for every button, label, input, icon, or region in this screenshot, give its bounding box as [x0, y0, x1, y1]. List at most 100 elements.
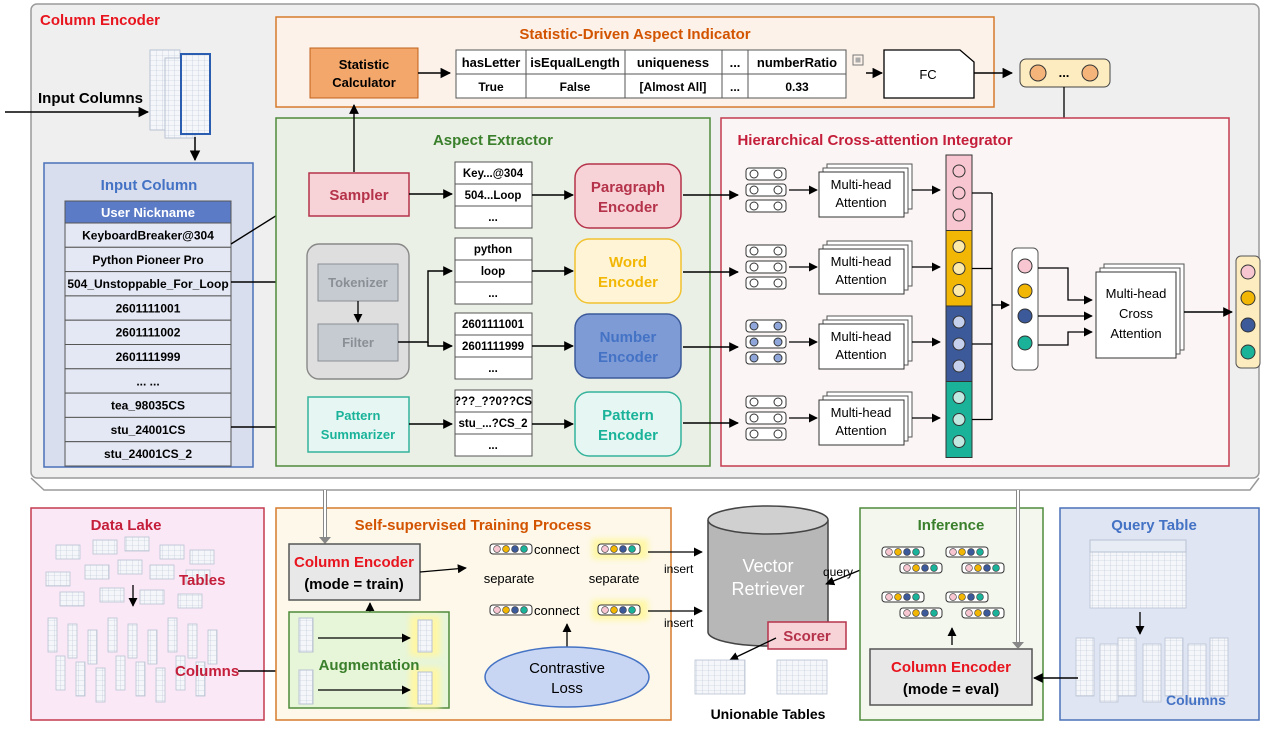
token-dot [773, 429, 783, 439]
table-icon [175, 655, 186, 691]
mha-line1: Multi-head [831, 254, 892, 269]
token-dot [773, 246, 783, 256]
table-icon [159, 544, 185, 560]
vector-retriever-cylinder: Vector Retriever [707, 505, 829, 647]
data-lake-tables-icon [45, 536, 218, 703]
pattern-summarizer-line2: Summarizer [321, 427, 395, 442]
stored-vector-dot [921, 564, 929, 572]
word-encoder-box [574, 238, 682, 304]
table-icon [47, 617, 58, 653]
aspect-list-text: ... [488, 212, 498, 224]
table-icon [124, 536, 150, 552]
input-column-title: Input Column [101, 177, 198, 194]
embedding-dot [493, 545, 501, 553]
pattern-encoder-line2: Encoder [598, 427, 658, 444]
input-columns-icon [149, 49, 211, 139]
stored-vector-dot [976, 593, 984, 601]
stored-vector-dot [949, 593, 957, 601]
embedding-dot [601, 606, 609, 614]
table-icon [187, 623, 198, 659]
embedding-dot [610, 545, 618, 553]
connect-label-top: connect [534, 542, 580, 557]
aspect-list-text: 504...Loop [465, 190, 522, 202]
number-encoder-line1: Number [600, 329, 657, 346]
cross-attention-box: Multi-head Cross Attention [1095, 263, 1185, 359]
aggregated-vector [1011, 247, 1039, 371]
stored-vector-dot [983, 564, 991, 572]
embedding-dot [601, 545, 609, 553]
eval-encoder-line1: Column Encoder [891, 659, 1011, 676]
input-column-header: User Nickname [101, 205, 195, 220]
embedding-dot [520, 545, 528, 553]
token-dot [773, 353, 783, 363]
eval-encoder-line2: (mode = eval) [903, 681, 999, 698]
stored-vector-dot [974, 564, 982, 572]
word-encoder-line1: Word [609, 254, 647, 271]
table-icon [45, 571, 71, 587]
table-icon [177, 593, 203, 609]
aspect-vector-dot [952, 164, 966, 178]
statistic-calculator-line1: Statistic [339, 57, 390, 72]
embedding-dot [511, 545, 519, 553]
table-icon [1075, 637, 1095, 697]
query-columns-label: Columns [1166, 692, 1226, 708]
mha-line2: Attention [835, 195, 886, 210]
token-dot [749, 413, 759, 423]
embedding-dot [619, 606, 627, 614]
input-row-text: stu_24001CS [111, 423, 186, 437]
pattern-summarizer-line1: Pattern [336, 408, 381, 423]
column-encoder-title: Column Encoder [40, 12, 160, 29]
stored-vector-dot [967, 593, 975, 601]
cross-attn-line3: Attention [1110, 326, 1161, 341]
token-dot [773, 201, 783, 211]
embedding-dot [502, 545, 510, 553]
statistic-table: hasLetter isEqualLength uniqueness ... n… [455, 49, 847, 99]
stat-header-0: hasLetter [462, 55, 521, 70]
tokenizer-box [317, 263, 399, 302]
token-dot [773, 262, 783, 272]
inference-vectors [881, 546, 1005, 619]
stored-vector-dot [912, 548, 920, 556]
token-dot [749, 321, 759, 331]
stat-value-2: [Almost All] [640, 80, 707, 94]
aspect-list-text: ???_??0??CS [454, 396, 532, 408]
stored-vector-dot [903, 564, 911, 572]
input-row-box [64, 416, 232, 443]
aspect-vector-dot [952, 262, 966, 275]
mha-line2: Attention [835, 272, 886, 287]
token-dot [749, 397, 759, 407]
token-dot [749, 278, 759, 288]
aspect-list-cell [454, 356, 533, 380]
aspect-list-text: stu_...?CS_2 [458, 418, 527, 430]
inference-title: Inference [918, 517, 985, 534]
mha-box [818, 399, 905, 446]
table-icon [189, 549, 215, 565]
table-icon [149, 564, 175, 580]
stat-value-4: 0.33 [785, 80, 809, 94]
aspect-list-cell [454, 205, 533, 229]
train-encoder-line1: Column Encoder [294, 554, 414, 571]
token-dot [749, 169, 759, 179]
mha-box [818, 171, 905, 218]
mha-line2: Attention [835, 423, 886, 438]
embedding-dot [520, 606, 528, 614]
augmentation-label: Augmentation [319, 657, 420, 674]
stored-vector-dot [885, 593, 893, 601]
aspect-vector-dot [952, 186, 966, 200]
aspect-list-text: 2601111001 [462, 319, 525, 331]
stat-header-4: numberRatio [757, 55, 837, 70]
token-dot [773, 321, 783, 331]
pattern-encoder-box [574, 391, 682, 457]
input-row-box [64, 246, 232, 273]
query-table-header [1089, 539, 1187, 553]
token-dot [773, 278, 783, 288]
input-columns-label: Input Columns [38, 90, 143, 107]
input-row-text: ... ... [136, 374, 159, 388]
stored-vector-dot [930, 609, 938, 617]
insert-label-top: insert [664, 562, 694, 576]
input-row-text: 2601111002 [116, 326, 181, 340]
token-dot [773, 337, 783, 347]
input-row-box [64, 271, 232, 297]
table-icon [135, 661, 146, 697]
embedding-dot [619, 545, 627, 553]
